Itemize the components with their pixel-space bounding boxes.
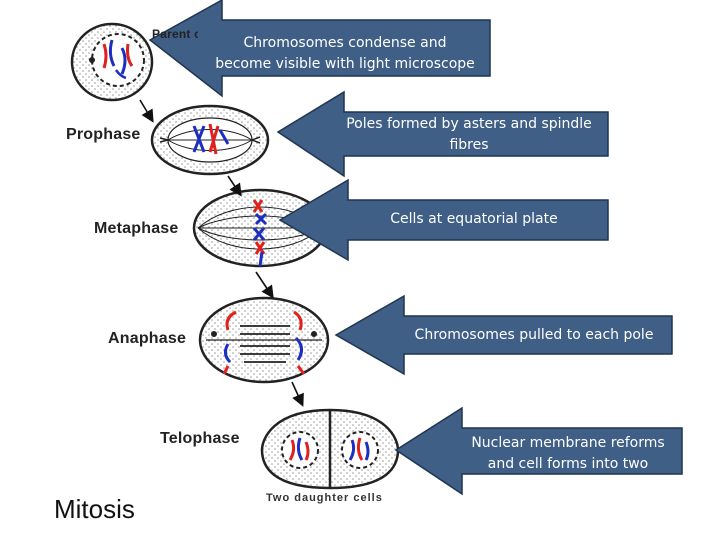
callout-5-line-2: and cell forms into two xyxy=(487,456,649,472)
anaphase-cell xyxy=(198,296,330,384)
callout-3-text: Cells at equatorial plate xyxy=(340,209,608,230)
callout-2-text: Poles formed by asters and spindle fibre… xyxy=(330,114,608,156)
callout-arrow-4 xyxy=(334,294,673,376)
daughter-cells-caption: Two daughter cells xyxy=(266,492,383,504)
parent-cell-label: Parent c xyxy=(152,27,198,41)
telophase-cells xyxy=(260,408,400,490)
callout-arrow-1 xyxy=(148,0,491,98)
anaphase-label: Anaphase xyxy=(108,330,187,347)
callout-1-line-1: Chromosomes condense and xyxy=(243,35,447,51)
metaphase-label: Metaphase xyxy=(94,220,179,237)
progression-arrows xyxy=(139,99,304,407)
callout-5-text: Nuclear membrane reforms and cell forms … xyxy=(454,433,682,475)
telophase-label: Telophase xyxy=(160,430,240,447)
callout-arrow-3 xyxy=(278,178,609,262)
diagram-title: Mitosis xyxy=(54,494,135,524)
callout-4-text: Chromosomes pulled to each pole xyxy=(396,325,672,346)
callout-arrow-2 xyxy=(276,90,609,178)
callout-2-line-1: Poles formed by asters and spindle xyxy=(346,116,592,132)
prophase-label: Prophase xyxy=(66,126,141,143)
callout-1-line-2: become visible with light microscope xyxy=(215,56,475,72)
callout-1-text: Chromosomes condense and become visible … xyxy=(200,33,490,75)
callout-5-line-1: Nuclear membrane reforms xyxy=(471,435,665,451)
callout-2-line-2: fibres xyxy=(449,137,489,153)
callout-3-line-1: Cells at equatorial plate xyxy=(390,211,558,227)
parent-cell xyxy=(70,22,154,102)
callout-arrow-5 xyxy=(394,406,683,496)
prophase-cell xyxy=(150,104,270,176)
callout-4-line-1: Chromosomes pulled to each pole xyxy=(414,327,654,343)
